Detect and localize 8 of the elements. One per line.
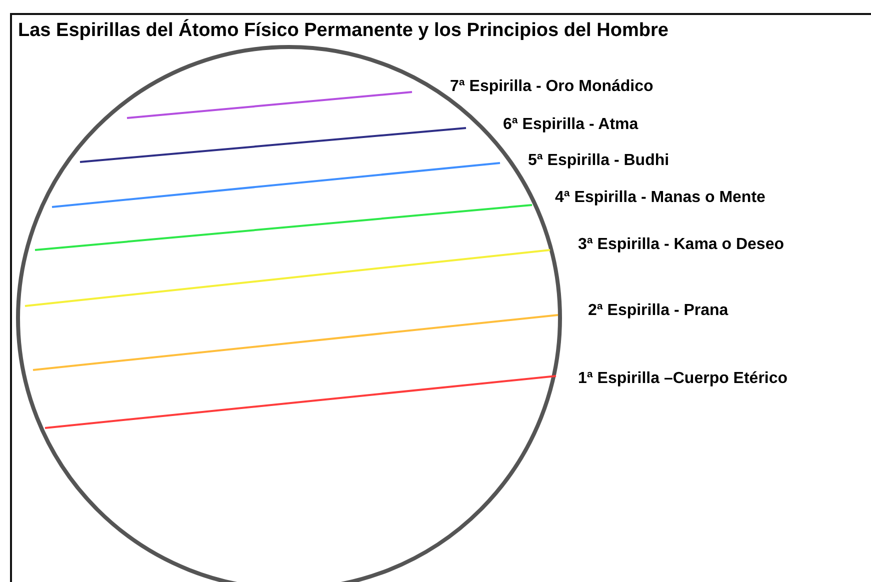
spiral-label: 7ª Espirilla - Oro Monádico — [450, 77, 654, 97]
spiral-label: 5ª Espirilla - Budhi — [528, 151, 670, 171]
spiral-label: 2ª Espirilla - Prana — [588, 301, 728, 321]
spiral-label: 4ª Espirilla - Manas o Mente — [555, 188, 766, 208]
spiral-label: 6ª Espirilla - Atma — [503, 115, 638, 135]
spiral-label: 3ª Espirilla - Kama o Deseo — [578, 235, 784, 255]
title: Las Espirillas del Átomo Físico Permanente y los Principios del Hombre — [18, 20, 668, 42]
spiral-label: 1ª Espirilla –Cuerpo Etérico — [578, 369, 788, 389]
